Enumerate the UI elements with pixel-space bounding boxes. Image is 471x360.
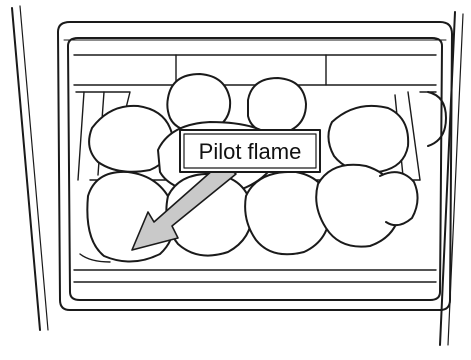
firebox-opening bbox=[57, 21, 453, 311]
firebox-window bbox=[67, 37, 443, 301]
igniter-bump bbox=[427, 91, 447, 147]
pilot-flame-label: Pilot flame bbox=[199, 139, 302, 164]
log-top-left bbox=[166, 73, 232, 134]
log-top-right bbox=[247, 77, 307, 135]
log-front-right bbox=[315, 163, 401, 248]
pilot-flame-callout bbox=[179, 129, 321, 173]
log-back-right bbox=[327, 104, 410, 174]
firebox-base bbox=[73, 253, 437, 283]
log-right-end bbox=[379, 171, 419, 227]
pilot-flame-arrow bbox=[131, 161, 237, 251]
